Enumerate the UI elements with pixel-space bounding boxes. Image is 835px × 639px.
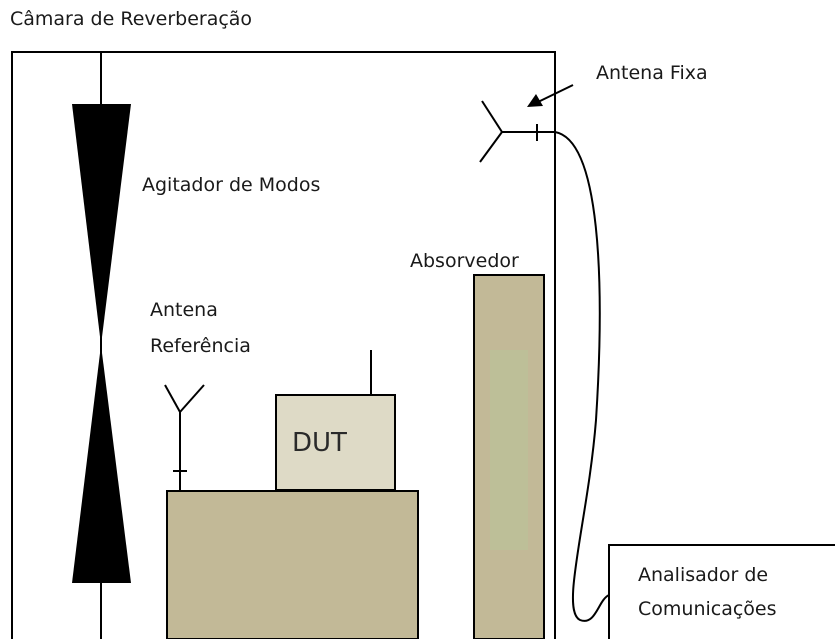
stirrer-bottom-blade [72, 345, 131, 583]
reference-antenna-label-line1: Antena [150, 299, 218, 321]
fixed-antenna-pointer-arrow [527, 84, 574, 107]
absorber-label: Absorvedor [410, 250, 519, 272]
reference-antenna-label-line2: Referência [150, 335, 251, 357]
analyzer-label-line2: Comunicações [638, 598, 777, 620]
dut-box [275, 394, 396, 491]
mode-stirrer-label: Agitador de Modos [142, 174, 321, 196]
reference-antenna-icon [164, 384, 205, 491]
communications-analyzer-box [608, 544, 835, 639]
dut-label: DUT [292, 428, 347, 458]
chamber-title: Câmara de Reverberação [10, 8, 253, 30]
absorber-highlight [490, 350, 528, 550]
fixed-antenna-icon [479, 100, 555, 163]
chamber-walls [11, 51, 556, 639]
table [166, 490, 419, 639]
antenna-cable [554, 131, 610, 622]
stirrer-top-blade [72, 104, 131, 345]
analyzer-label-line1: Analisador de [638, 564, 769, 586]
fixed-antenna-label: Antena Fixa [596, 62, 708, 84]
